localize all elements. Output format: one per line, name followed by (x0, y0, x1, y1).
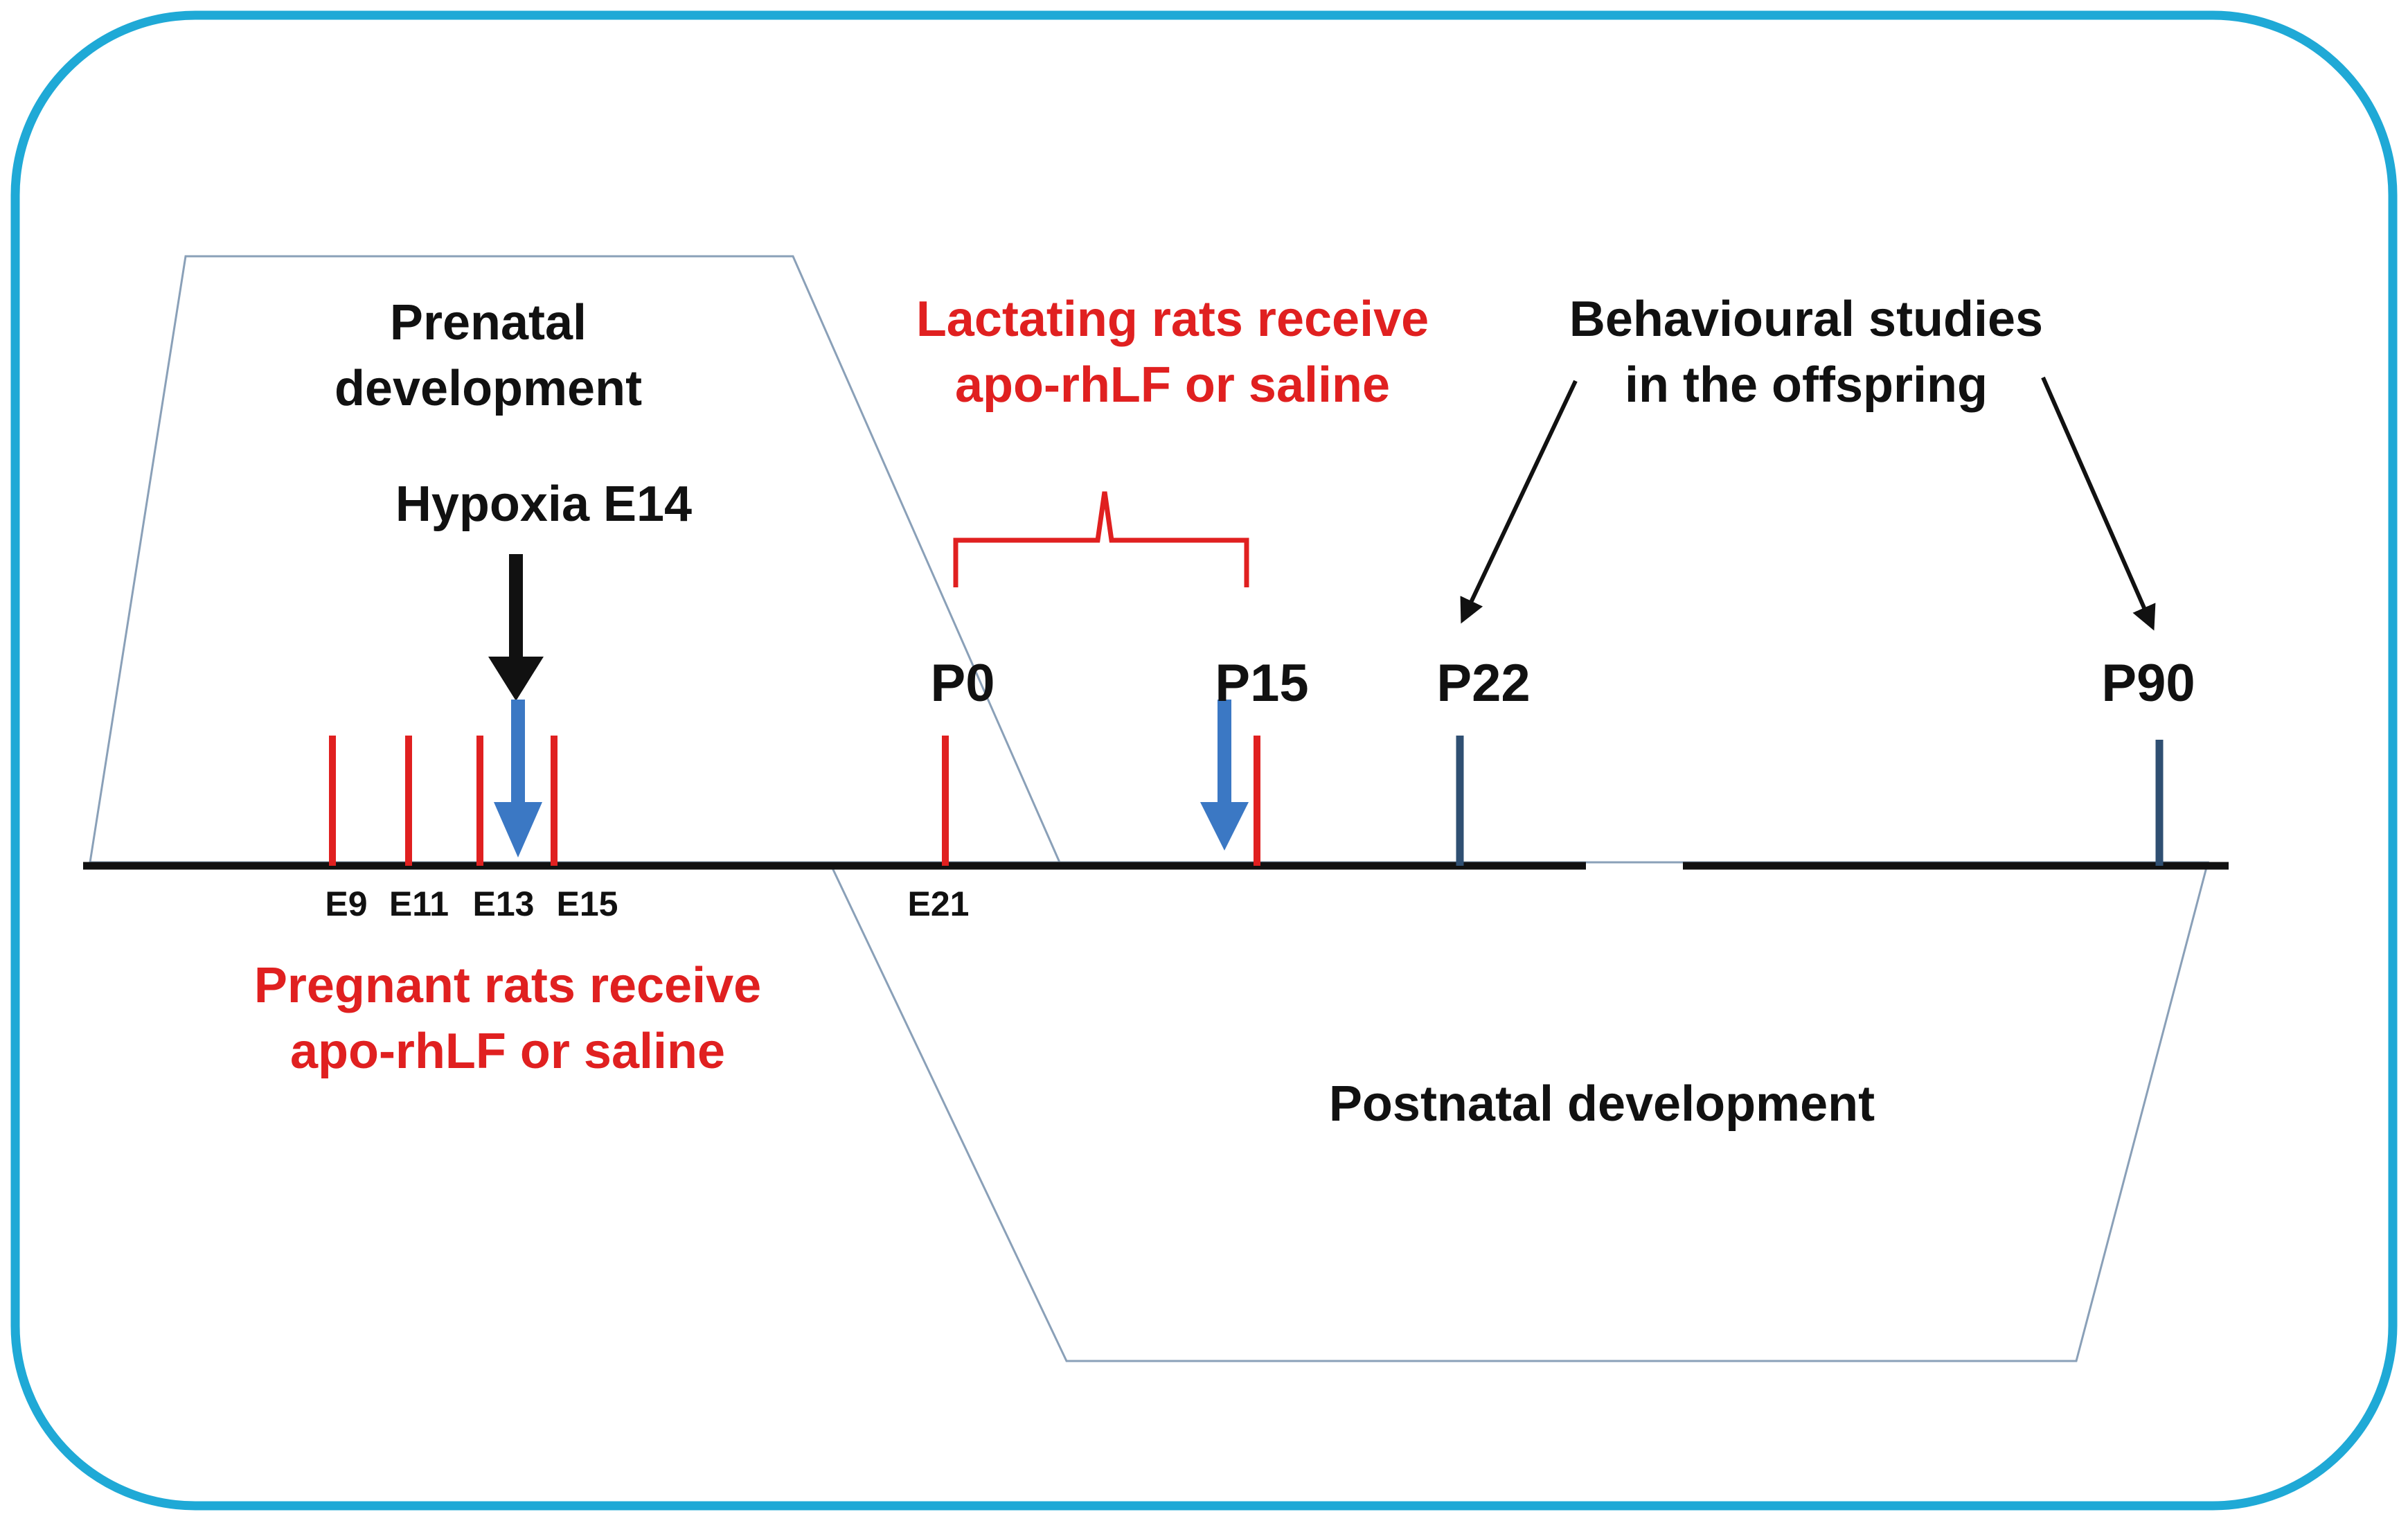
tick-label-p0: P0 (931, 654, 995, 713)
lactating-title-line2: apo-rhLF or saline (955, 357, 1390, 413)
blue-arrow-p15 (1200, 700, 1249, 851)
tick-label-p15: P15 (1215, 654, 1308, 713)
prenatal-title-line1: Prenatal (390, 295, 587, 350)
behaviour-arrow-p90 (2041, 376, 2156, 631)
lactating-title-line1: Lactating rats receive (916, 292, 1429, 347)
postnatal-title: Postnatal development (1329, 1076, 1875, 1132)
behavioural-title-line1: Behavioural studies (1569, 292, 2043, 347)
tick-label-p22: P22 (1436, 654, 1530, 713)
behavioural-title-line2: in the offspring (1625, 357, 1988, 413)
lactation-brace (953, 491, 1249, 587)
tick-label-e15: E15 (557, 884, 618, 923)
tick-label-e13: E13 (473, 884, 535, 923)
tick-label-e9: E9 (325, 884, 367, 923)
tick-label-e11: E11 (389, 884, 449, 923)
hypoxia-arrow (488, 554, 544, 701)
prenatal-title-line2: development (335, 361, 642, 416)
tick-label-p90: P90 (2101, 654, 2195, 713)
tick-label-e21: E21 (908, 884, 970, 923)
behaviour-arrow-p22 (1460, 380, 1578, 624)
blue-arrow-e14 (494, 700, 542, 857)
outer-frame (10, 10, 2398, 1511)
pregnant-title-line2: apo-rhLF or saline (290, 1024, 725, 1079)
hypoxia-label: Hypoxia E14 (395, 477, 692, 532)
pregnant-title-line1: Pregnant rats receive (254, 958, 761, 1013)
